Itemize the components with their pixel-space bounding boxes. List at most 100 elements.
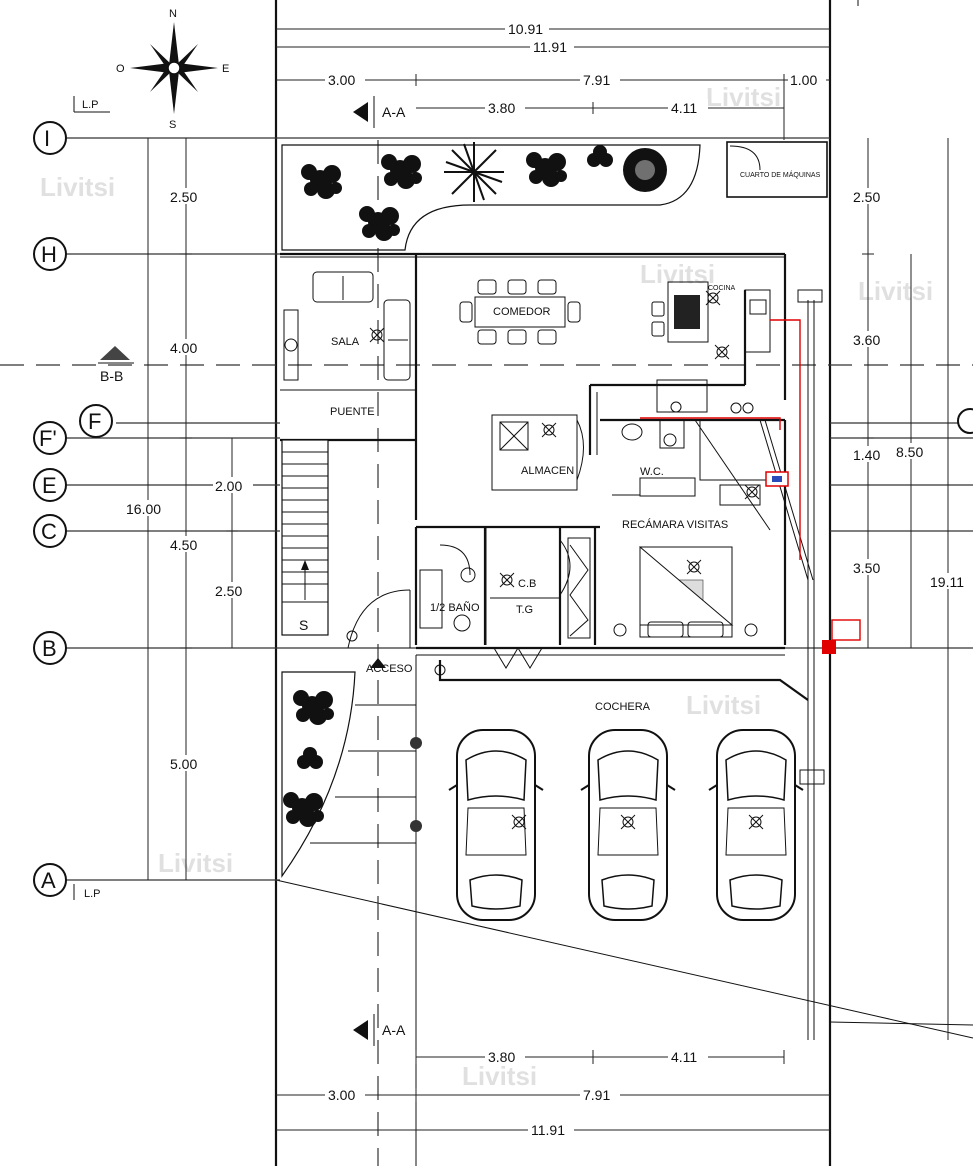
- watermarks: Livitsi Livitsi Livitsi Livitsi Livitsi …: [40, 82, 933, 1091]
- compass-s: S: [169, 119, 176, 131]
- room-label-wc: W.C.: [640, 466, 664, 478]
- lp-bottom-label: L.P: [84, 888, 101, 900]
- shrub-icon: [283, 792, 324, 827]
- section-bb: B-B: [100, 368, 123, 384]
- dim-right-4: 8.50: [896, 444, 923, 460]
- room-label-cb: C.B: [518, 578, 536, 590]
- shrub-icon: [359, 206, 400, 241]
- section-aa-bottom: A-A: [382, 1022, 406, 1038]
- ceiling-light-icon: [705, 290, 721, 306]
- side-garden: [281, 655, 422, 1166]
- dim-right-1: 2.50: [853, 189, 880, 205]
- compass-n: N: [169, 8, 177, 20]
- dim-left-4: 16.00: [126, 501, 161, 517]
- plumbing-lines: [434, 289, 861, 1040]
- axis-label: F': [39, 426, 57, 451]
- section-aa-top: A-A: [382, 104, 406, 120]
- grid-axes: [0, 137, 973, 1166]
- compass-w: O: [116, 63, 125, 75]
- left-dimensions: 2.50 4.00 2.00 16.00 4.50 2.50 5.00: [124, 138, 253, 880]
- bottom-dimensions: 3.80 4.11 3.00 7.91 11.91: [276, 1048, 830, 1138]
- stairs[interactable]: S: [281, 439, 329, 636]
- arrow-up-icon: [301, 560, 309, 570]
- axis-label: F: [88, 409, 101, 434]
- dining-furniture: COMEDOR: [459, 279, 581, 345]
- palm-icon: [444, 142, 504, 202]
- storage: ALMACEN: [491, 414, 584, 491]
- dim-left-6: 2.50: [215, 583, 242, 599]
- toilet-area: W.C.: [612, 417, 781, 531]
- watermark: Livitsi: [158, 848, 233, 878]
- flower-icon: [587, 145, 613, 167]
- dim-top-7: 4.11: [671, 100, 697, 116]
- axis-label: E: [42, 473, 57, 498]
- top-dimensions: 10.91 11.91 3.00 7.91 1.00 3.80 4.11 L.P: [73, 20, 830, 140]
- dim-left-2: 4.00: [170, 340, 197, 356]
- room-label-recamara: RECÁMARA VISITAS: [622, 518, 728, 531]
- room-label-sala: SALA: [331, 336, 360, 348]
- room-label-tg: T.G: [516, 604, 533, 616]
- right-dimensions: 2.50 3.60 1.40 8.50 3.50 19.11: [850, 138, 972, 1040]
- dim-bottom-4: 7.91: [583, 1087, 610, 1103]
- room-label-acceso: ACCESO: [366, 663, 413, 675]
- axis-label: A: [41, 868, 56, 893]
- dim-bottom-1: 3.80: [488, 1049, 515, 1065]
- entrance[interactable]: ACCESO: [346, 589, 543, 675]
- compass-e: E: [222, 63, 229, 75]
- room-label-cuarto: CUARTO DE MÁQUINAS: [740, 170, 821, 179]
- room-label-cocina: COCINA: [708, 285, 736, 292]
- shrub-icon: [301, 164, 342, 199]
- ceiling-light-icon: [714, 344, 730, 360]
- room-label-puente: PUENTE: [330, 406, 375, 418]
- dim-top-1: 10.91: [508, 21, 543, 37]
- car-icon: [448, 729, 544, 921]
- ceiling-light-icon: [620, 814, 636, 830]
- tree-icon: [623, 148, 667, 192]
- lp-top-label: L.P: [82, 99, 99, 111]
- ceiling-light-icon: [499, 572, 515, 588]
- car-icon: [708, 729, 804, 921]
- room-label-cochera: COCHERA: [595, 701, 651, 713]
- dim-right-2: 3.60: [853, 332, 880, 348]
- dim-bottom-5: 11.91: [531, 1122, 565, 1138]
- living-furniture: SALA PUENTE: [283, 271, 411, 418]
- ceiling-light-icon: [748, 814, 764, 830]
- room-label-comedor: COMEDOR: [493, 306, 551, 318]
- dim-bottom-3: 3.00: [328, 1087, 355, 1103]
- garden: [281, 142, 701, 251]
- watermark: Livitsi: [462, 1061, 537, 1091]
- dim-left-7: 5.00: [170, 756, 197, 772]
- kitchen: COCINA: [651, 281, 771, 414]
- watermark: Livitsi: [640, 259, 715, 289]
- dim-top-6: 3.80: [488, 100, 515, 116]
- axis-label: B: [42, 636, 57, 661]
- shrub-icon: [526, 152, 567, 187]
- dim-top-5: 1.00: [790, 72, 817, 88]
- section-markers: A-A A-A B-B: [98, 96, 406, 1046]
- ceiling-light-icon: [686, 559, 702, 575]
- watermark: Livitsi: [858, 276, 933, 306]
- dim-right-3: 1.40: [853, 447, 880, 463]
- dim-bottom-2: 4.11: [671, 1049, 697, 1065]
- half-bath: 1/2 BAÑO C.B T.G: [419, 544, 536, 632]
- axis-bubbles: I H F F' E C B A L.P: [33, 121, 113, 900]
- watermark: Livitsi: [706, 82, 781, 112]
- axis-label: I: [44, 126, 50, 151]
- dim-right-5: 3.50: [853, 560, 880, 576]
- compass-rose: N S E O: [116, 8, 229, 131]
- dim-top-2: 11.91: [533, 39, 567, 55]
- ceiling-light-icon: [511, 814, 527, 830]
- arrow-up-icon: [370, 658, 386, 668]
- shrub-icon: [293, 690, 334, 725]
- axis-label: H: [41, 242, 57, 267]
- watermark: Livitsi: [40, 172, 115, 202]
- car-icon: [580, 729, 676, 921]
- room-label-banio: 1/2 BAÑO: [430, 601, 480, 614]
- dim-top-3: 3.00: [328, 72, 355, 88]
- lot-lines: [274, 0, 973, 1166]
- ceiling-light-icon: [744, 484, 760, 500]
- dim-top-4: 7.91: [583, 72, 610, 88]
- house-walls: [280, 252, 787, 656]
- flower-icon: [297, 747, 323, 769]
